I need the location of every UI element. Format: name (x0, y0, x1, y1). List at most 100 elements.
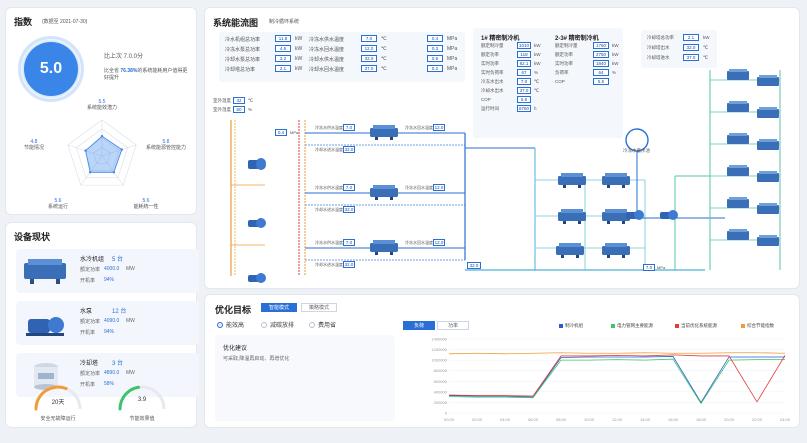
chiller2-value: 1760 (593, 42, 609, 49)
gauge-value: 20天 (51, 400, 65, 406)
chiller-icon (555, 242, 585, 258)
chiller2-value: 64 (593, 69, 609, 76)
pipe-label: 冷却水进水温度 (315, 262, 343, 267)
radar-label-value: 5.6 (54, 198, 62, 204)
tower-value: 32.0 (683, 44, 699, 51)
tower-shape (757, 139, 779, 150)
chiller2-label: COP (555, 79, 565, 84)
param-unit: ℃ (381, 46, 387, 52)
equipment-ratio: 58% (104, 381, 115, 387)
param-value: 0.2 (427, 65, 443, 72)
param-value: 0.5 (427, 55, 443, 62)
chart-tab-power[interactable]: 功率 (437, 321, 469, 330)
chiller-icon (369, 239, 399, 255)
radio-label: 能效高 (226, 323, 245, 329)
y-tick-label: 600000 (434, 379, 448, 384)
chiller2-unit: kW (612, 61, 619, 66)
param-value: 0.4 (427, 35, 443, 42)
chiller1-value: 67 (517, 69, 531, 76)
param-label: 冷冻水供水温度 (309, 37, 345, 43)
param-unit: kW (295, 56, 303, 62)
radio-label: 减碳放排 (270, 323, 295, 329)
chiller1-value: 82.1 (517, 60, 531, 67)
chiller-shape (370, 240, 398, 255)
chiller1-value: 1010 (517, 42, 531, 49)
pipe-value: 12.0 (433, 239, 445, 246)
param-value: 0.3 (427, 45, 443, 52)
y-tick-label: 800000 (434, 368, 448, 373)
chiller2-unit: kW (612, 52, 619, 57)
series-line (448, 358, 785, 405)
gauge-fill (118, 385, 141, 411)
chiller1-unit: ℃ (534, 88, 540, 93)
radar-label-name: 能耗统一性 (133, 204, 159, 210)
chiller1-label: 冷冻水出水 (481, 79, 504, 84)
flow-title: 系统能流图 (213, 18, 259, 28)
chiller-icon (369, 124, 399, 140)
pipe-value: 7.0 (343, 184, 355, 191)
chiller2-title: 2-3# 精密制冷机 (555, 36, 599, 42)
param-label: 冷却水供水温度 (309, 57, 345, 63)
tower-icon (725, 132, 751, 146)
radar-grid (93, 146, 111, 164)
x-tick-label: 18:00 (696, 417, 707, 422)
tank-label: 冷冻水蓄水池 (623, 148, 650, 153)
chart-tab-load[interactable]: 负荷 (403, 321, 435, 330)
param-value: 37.0 (361, 65, 377, 72)
chiller-icon (369, 184, 399, 200)
radar-point (120, 148, 124, 151)
radio-circle[interactable] (309, 321, 315, 328)
advice-text: 可采取,降温再启动、再增优化 (223, 356, 290, 362)
radar-grid (75, 128, 129, 179)
equipment-ratio-label: 开机率 (80, 278, 96, 284)
equipment-power-unit: MW (126, 370, 135, 376)
tab-smart-mode[interactable]: 智能模式 (261, 303, 297, 312)
chiller2-label: 实时功率 (555, 61, 573, 66)
chiller2-label: 额定功率 (555, 52, 573, 57)
chiller-shape (602, 209, 630, 224)
y-tick-label: 1400000 (431, 337, 447, 342)
pipe-value: 7.0 (343, 239, 355, 246)
radar-label-value: 5.6 (142, 198, 150, 204)
x-tick-label: 22:00 (752, 417, 763, 422)
x-tick-label: 08:00 (556, 417, 567, 422)
legend-item: 电力管网主要能源 (611, 323, 653, 329)
equipment-power-label: 额定功率 (80, 319, 101, 325)
param-label: 冷却塔总功率 (225, 67, 256, 73)
param-unit: MPa (447, 56, 458, 62)
pipe-label: 冷冻水供水温度 (315, 185, 343, 190)
series-line (448, 354, 786, 403)
radio-option[interactable]: 能效高 (217, 320, 244, 329)
tower-shape (727, 197, 749, 208)
legend-label: 综合节能指数 (747, 323, 774, 328)
weather-value: 60 (233, 106, 245, 113)
tab-strategy-mode[interactable]: 策略模式 (301, 303, 337, 312)
pipe-label: 冷却水进水温度 (315, 207, 343, 212)
weather-label: 室外湿度 (213, 107, 231, 112)
y-tick-label: 1200000 (431, 347, 447, 352)
radio-option[interactable]: 费用省 (309, 320, 336, 329)
equipment-power: 4000.0 (104, 266, 120, 272)
param-label: 冷却水回水温度 (309, 67, 345, 73)
pump-shape (248, 273, 266, 283)
pipe-label: 冷冻水回水温度 (405, 125, 433, 130)
chiller2-label: 负荷率 (555, 70, 569, 75)
score-ring: 5.0 (18, 36, 84, 102)
radio-circle[interactable] (261, 321, 267, 328)
chiller1-label: 额定制冷量 (481, 43, 504, 48)
gauge-arc (34, 385, 82, 411)
pump-shape (248, 160, 266, 170)
equipment-title: 设备现状 (14, 232, 51, 242)
chiller1-label: COP (481, 97, 491, 102)
param-unit: MPa (447, 36, 458, 42)
radio-circle[interactable] (217, 321, 223, 328)
chiller-icon (557, 208, 587, 224)
radio-option[interactable]: 减碳放排 (261, 320, 294, 329)
radar-point (88, 171, 92, 174)
chiller2-value: 1840 (593, 60, 609, 67)
param-value: 12.0 (361, 45, 377, 52)
score-desc: 比全省 76.38%的系统能耗用户值得更好提升 (104, 68, 188, 81)
chiller-icon (601, 242, 631, 258)
